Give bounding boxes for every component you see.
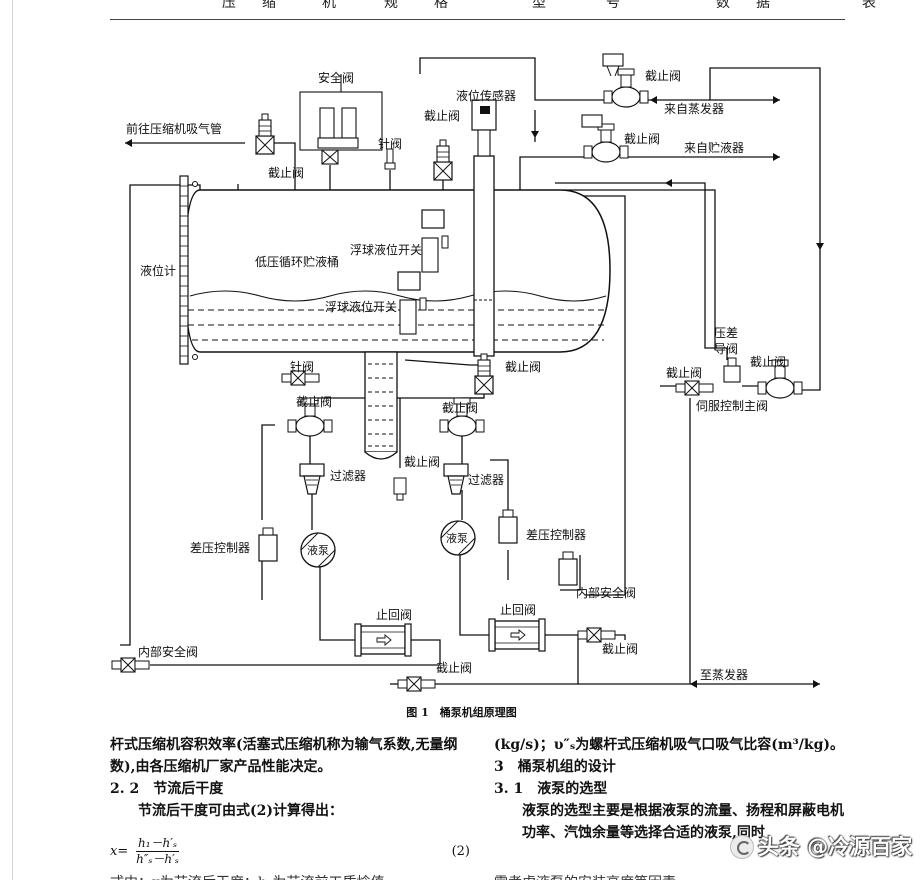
label-drum: 低压循环贮液桶 xyxy=(255,254,339,269)
pipe-arrows xyxy=(125,96,824,688)
watermark: 头条 @冷源百家 xyxy=(730,831,920,869)
label-float-switch-lower: 浮球液位开关 xyxy=(325,299,397,314)
section-heading-3: 3 桶泵机组的设计 xyxy=(494,759,616,775)
low-pressure-drum xyxy=(184,189,611,353)
label-stop-valve-outlet: 截止阀 xyxy=(505,360,541,374)
label-stop-valve-left-pump: 截止阀 xyxy=(296,395,332,409)
equation-2: x= h₁－h′ₛ h″ₛ－h′ₛ (2) xyxy=(110,836,470,870)
section-heading-2-2: 2. 2 节流后干度 xyxy=(110,781,224,797)
valve-symbols xyxy=(111,53,803,692)
label-stop-valve-receiver: 截止阀 xyxy=(624,132,660,146)
label-safety-valve: 安全阀 xyxy=(318,70,354,85)
header-fragment: 机 xyxy=(322,0,336,8)
header-fragment: 号 xyxy=(606,0,620,8)
label-stop-valve-suction: 截止阀 xyxy=(268,166,304,180)
label-pilot-valve-2: 导阀 xyxy=(714,342,738,356)
label-from-receiver: 来自贮液器 xyxy=(684,140,744,155)
page-left-border xyxy=(12,0,13,880)
header-rule xyxy=(110,19,845,20)
label-servo-valve: 伺服控制主阀 xyxy=(696,399,768,413)
toutiao-logo-icon xyxy=(730,835,754,859)
figure-caption: 图 1 桶泵机组原理图 xyxy=(406,706,517,719)
float-switch-lower xyxy=(397,271,427,335)
label-stop-valve-servo-left: 截止阀 xyxy=(666,366,702,380)
label-stop-valve-drain: 截止阀 xyxy=(404,455,440,469)
label-internal-safety-right: 内部安全阀 xyxy=(576,585,636,600)
header-fragment: 压 xyxy=(222,0,236,8)
equation-denominator: h″ₛ－h′ₛ xyxy=(136,852,179,866)
label-filter-right: 过滤器 xyxy=(468,473,504,487)
left-paragraph-2: 节流后干度可由式(2)计算得出： xyxy=(138,803,343,819)
equation-lhs: x= xyxy=(110,844,129,859)
label-pump-right: 液泵 xyxy=(446,531,468,545)
liquid-outlet-leg xyxy=(364,351,398,460)
label-dp-controller-left: 差压控制器 xyxy=(190,541,250,555)
section-heading-3-1: 3. 1 液泵的选型 xyxy=(494,781,608,797)
left-cut-off-line: 式中：x为节流后干度；h₁为节流前工质焓值 xyxy=(110,872,385,880)
level-gauge xyxy=(179,175,198,365)
equation-numerator: h₁－h′ₛ xyxy=(136,836,180,852)
pump-unit-schematic: 安全阀 液位传感器 截止阀 针阀 前往压缩机吸气管 截止阀 截止阀 来自蒸发器 … xyxy=(111,53,824,692)
label-internal-safety-left: 内部安全阀 xyxy=(138,644,198,659)
label-from-evaporator: 来自蒸发器 xyxy=(664,101,724,116)
label-to-compressor: 前往压缩机吸气管 xyxy=(126,121,222,136)
level-sensor-column xyxy=(471,99,497,357)
right-paragraph-2: 液泵的选型主要是根据液泵的流量、扬程和屏蔽电机功率、汽蚀余量等选择合适的液泵,同… xyxy=(522,803,844,841)
label-filter-left: 过滤器 xyxy=(330,469,366,483)
label-stop-valve-evap: 截止阀 xyxy=(645,69,681,83)
safety-valve-assembly xyxy=(299,74,383,165)
cut-off-header-row: 压 缩 机 规 格 型 号 数 据 表 xyxy=(0,0,923,8)
label-stop-valve-bottom: 截止阀 xyxy=(436,661,472,675)
label-pilot-valve-1: 压差 xyxy=(714,326,738,340)
label-stop-valve-discharge: 截止阀 xyxy=(602,642,638,656)
header-fragment: 缩 xyxy=(262,0,276,8)
left-column: 杆式压缩机容积效率(活塞式压缩机称为输气系数,无量纲数),由各压缩机厂家产品性能… xyxy=(110,734,470,822)
equation-number: (2) xyxy=(451,844,470,859)
label-pump-left: 液泵 xyxy=(307,543,329,557)
header-fragment: 格 xyxy=(434,0,448,8)
label-stop-valve-servo-right: 截止阀 xyxy=(750,355,786,369)
label-stop-valve-right-pump: 截止阀 xyxy=(442,401,478,415)
label-to-evaporator: 至蒸发器 xyxy=(700,667,748,682)
right-paragraph-1: (kg/s)；υ″ₛ为螺杆式压缩机吸气口吸气比容(m³/kg)。 xyxy=(494,737,845,753)
label-needle-valve-top: 针阀 xyxy=(378,136,402,151)
watermark-text: 头条 @冷源百家 xyxy=(758,835,913,859)
left-paragraph-1: 杆式压缩机容积效率(活塞式压缩机称为输气系数,无量纲数),由各压缩机厂家产品性能… xyxy=(110,737,458,775)
header-fragment: 型 xyxy=(532,0,546,8)
label-check-valve-left: 止回阀 xyxy=(376,608,412,622)
header-fragment: 表 xyxy=(862,0,876,8)
equation-fraction: h₁－h′ₛ h″ₛ－h′ₛ xyxy=(136,836,180,867)
label-needle-valve-bottom: 针阀 xyxy=(290,359,314,374)
label-dp-controller-right: 差压控制器 xyxy=(526,528,586,542)
header-fragment: 据 xyxy=(756,0,770,8)
diagram-labels: 安全阀 液位传感器 截止阀 针阀 前往压缩机吸气管 截止阀 截止阀 来自蒸发器 … xyxy=(126,69,786,682)
label-level-sensor: 液位传感器 xyxy=(456,88,516,103)
right-cut-off-line: 需考虑液泵的安装高度等因素 xyxy=(494,872,676,880)
float-switch-upper xyxy=(421,209,449,273)
label-check-valve-right: 止回阀 xyxy=(500,603,536,617)
label-float-switch-upper: 浮球液位开关 xyxy=(350,242,422,257)
header-fragment: 数 xyxy=(716,0,730,8)
label-stop-valve-top: 截止阀 xyxy=(424,109,460,123)
label-level-gauge: 液位计 xyxy=(140,263,176,278)
header-fragment: 规 xyxy=(384,0,398,8)
right-column: (kg/s)；υ″ₛ为螺杆式压缩机吸气口吸气比容(m³/kg)。 3 桶泵机组的… xyxy=(494,734,850,844)
